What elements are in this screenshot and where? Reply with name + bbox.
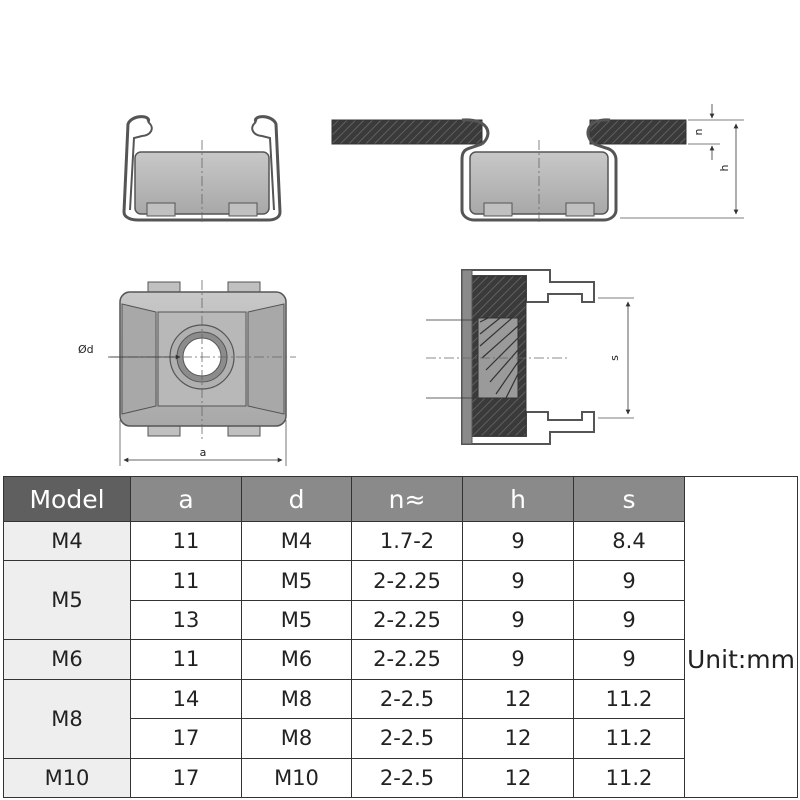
model-cell: M10	[3, 757, 131, 799]
cell-d: M10	[241, 757, 352, 799]
table-row: 13 M5 2-2.25 9 9	[4, 599, 798, 641]
cell-h: 9	[462, 599, 574, 641]
cell-s: 9	[573, 639, 685, 680]
spec-table: Model a d n≈ h s M4 11 M4 1.7-2 9 8.4 Un…	[3, 476, 798, 799]
cell-d: M4	[241, 520, 352, 562]
front-view	[108, 280, 296, 466]
cell-d: M8	[241, 718, 352, 759]
cell-a: 14	[130, 678, 242, 720]
cell-h: 9	[462, 520, 574, 562]
cell-n: 2-2.5	[351, 718, 463, 759]
header-d: d	[241, 476, 352, 522]
cell-a: 11	[130, 560, 242, 601]
cell-s: 9	[573, 599, 685, 641]
technical-drawings: n h Ød a s	[78, 104, 744, 466]
model-cell: M8	[3, 678, 131, 759]
cell-a: 11	[130, 639, 242, 680]
table-row: M6 11 M6 2-2.25 9 9	[3, 639, 798, 680]
cell-d: M5	[241, 599, 352, 641]
cell-a: 17	[130, 718, 242, 759]
header-blank	[684, 476, 798, 522]
cell-h: 12	[462, 678, 574, 720]
table-row: M8 14 M8 2-2.5 12 11.2	[3, 678, 798, 759]
cell-s: 9	[573, 560, 685, 601]
cell-a: 11	[130, 520, 242, 562]
cell-n: 2-2.25	[351, 639, 463, 680]
dim-a-label: a	[200, 446, 207, 459]
installed-view	[331, 104, 744, 222]
cell-n: 2-2.25	[351, 560, 463, 601]
header-model: Model	[3, 476, 131, 522]
cell-s: 11.2	[573, 757, 685, 799]
unit-cell: Unit:mm	[684, 521, 798, 798]
dim-s-label: s	[608, 355, 621, 361]
table-row: M4 11 M4 1.7-2 9 8.4 Unit:mm	[3, 520, 798, 798]
cell-n: 2-2.5	[351, 678, 463, 720]
model-cell: M4	[3, 520, 131, 562]
header-a: a	[130, 476, 242, 522]
side-view	[122, 115, 282, 222]
cell-a: 13	[130, 599, 242, 641]
cell-s: 8.4	[573, 520, 685, 562]
table-header-row: Model a d n≈ h s	[3, 476, 798, 522]
cell-d: M8	[241, 678, 352, 720]
dim-h-label: h	[718, 164, 731, 171]
model-cell: M6	[3, 639, 131, 680]
table-row: M5 11 M5 2-2.25 9 9	[3, 560, 798, 641]
cell-h: 12	[462, 718, 574, 759]
cell-h: 9	[462, 560, 574, 601]
dim-d-label: Ød	[78, 343, 94, 356]
cell-s: 11.2	[573, 678, 685, 720]
cell-s: 11.2	[573, 718, 685, 759]
header-h: h	[462, 476, 574, 522]
table-row: M10 17 M10 2-2.5 12 11.2	[3, 757, 798, 799]
header-n: n≈	[351, 476, 463, 522]
header-s: s	[573, 476, 685, 522]
cell-h: 12	[462, 757, 574, 799]
section-view	[426, 269, 634, 445]
cell-n: 1.7-2	[351, 520, 463, 562]
cell-n: 2-2.5	[351, 757, 463, 799]
dim-n-label: n	[692, 128, 705, 135]
cell-d: M6	[241, 639, 352, 680]
cell-h: 9	[462, 639, 574, 680]
cell-n: 2-2.25	[351, 599, 463, 641]
cell-d: M5	[241, 560, 352, 601]
cell-a: 17	[130, 757, 242, 799]
model-cell: M5	[3, 560, 131, 641]
